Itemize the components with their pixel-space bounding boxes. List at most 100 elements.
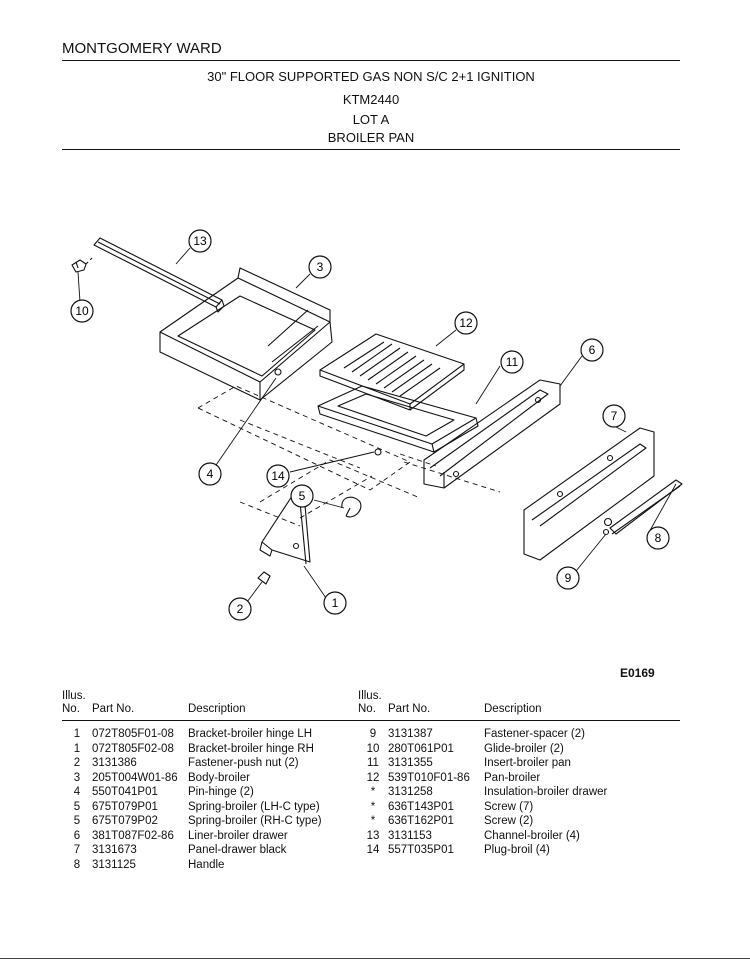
table-row: 4 550T041P01 Pin-hinge (2) * 3131258 Insulati… bbox=[62, 785, 680, 800]
cell-part-no-right: 3131258 bbox=[388, 786, 433, 799]
svg-text:7: 7 bbox=[611, 409, 618, 423]
cell-part-no: 675T079P02 bbox=[92, 815, 158, 828]
cell-part-no-right: 539T010F01-86 bbox=[388, 771, 470, 784]
header-part-no: Part No. bbox=[92, 703, 135, 716]
panel-drawer-part bbox=[523, 427, 655, 561]
cell-description-right bbox=[484, 858, 680, 873]
svg-text:2: 2 bbox=[237, 602, 244, 616]
callout-5: 5 bbox=[290, 484, 314, 508]
cell-description: Spring-broiler (RH-C type) bbox=[188, 815, 322, 828]
callout-7: 7 bbox=[602, 404, 626, 428]
header-description-right: Description bbox=[484, 703, 542, 716]
svg-text:9: 9 bbox=[565, 571, 572, 585]
cell-illus-no: 5 bbox=[73, 815, 81, 828]
callout-12: 12 bbox=[454, 311, 478, 335]
cell-part-no: 072T805F02-08 bbox=[92, 742, 174, 755]
section-title: BROILER PAN bbox=[327, 130, 415, 145]
callout-10: 10 bbox=[70, 299, 94, 323]
cell-part-no-right: 3131355 bbox=[388, 757, 433, 770]
cell-illus-no-right: * bbox=[370, 786, 376, 799]
cell-illus-no-right: 9 bbox=[369, 728, 377, 741]
callout-1: 1 bbox=[323, 591, 347, 615]
callout-6: 6 bbox=[580, 338, 604, 362]
svg-text:5: 5 bbox=[299, 489, 306, 503]
cell-illus-no: 1 bbox=[73, 728, 81, 741]
bottom-rule bbox=[0, 958, 750, 959]
cell-description-right: Screw (7) bbox=[484, 800, 534, 813]
cell-description: Pin-hinge (2) bbox=[188, 786, 254, 799]
cell-description: Fastener-push nut (2) bbox=[188, 757, 299, 770]
cell-part-no: 3131386 bbox=[92, 757, 137, 770]
cell-illus-no-right: * bbox=[370, 800, 376, 813]
cell-description: Panel-drawer black bbox=[188, 844, 287, 857]
fastener-spacer-part bbox=[602, 517, 613, 536]
cell-part-no-right: 3131387 bbox=[388, 728, 433, 741]
cell-description: Bracket-broiler hinge LH bbox=[188, 728, 313, 741]
svg-text:11: 11 bbox=[506, 355, 519, 369]
cell-part-no: 550T041P01 bbox=[92, 786, 158, 799]
model-number: KTM2440 bbox=[342, 92, 400, 107]
cell-description-right: Screw (2) bbox=[484, 815, 534, 828]
spring-broiler-part bbox=[341, 496, 362, 518]
svg-text:13: 13 bbox=[193, 234, 207, 248]
handle-part bbox=[609, 479, 683, 535]
cell-description: Spring-broiler (LH-C type) bbox=[188, 800, 320, 813]
cell-illus-no-right: 10 bbox=[366, 742, 380, 755]
cell-illus-no-right: 11 bbox=[367, 757, 379, 770]
cell-description-right: Fastener-spacer (2) bbox=[484, 728, 585, 741]
cell-description: Body-broiler bbox=[188, 771, 250, 784]
callout-labels: 13 3 10 12 11 6 7 4 14 5 8 9 2 1 bbox=[70, 229, 670, 621]
cell-description-right: Glide-broiler (2) bbox=[484, 742, 564, 755]
cell-illus-no: 3 bbox=[73, 771, 81, 784]
cell-illus-no-right: 13 bbox=[366, 829, 380, 842]
callout-13: 13 bbox=[188, 229, 212, 253]
cell-illus-no-right bbox=[358, 858, 388, 873]
cell-illus-no-right: * bbox=[370, 815, 376, 828]
brand-title: MONTGOMERY WARD bbox=[62, 40, 222, 57]
insert-broiler-pan-part bbox=[317, 385, 479, 453]
cell-description-right: Insulation-broiler drawer bbox=[484, 786, 608, 799]
top-rule bbox=[62, 60, 680, 61]
leader-lines bbox=[77, 247, 677, 607]
cell-part-no: 3131125 bbox=[92, 858, 136, 871]
cell-part-no-right: 557T035P01 bbox=[388, 844, 454, 857]
cell-illus-no: 8 bbox=[73, 858, 81, 871]
diagram-code: E0169 bbox=[620, 666, 655, 680]
callout-8: 8 bbox=[646, 526, 670, 550]
header-part-no-right: Part No. bbox=[388, 703, 431, 716]
cell-part-no-right: 280T061P01 bbox=[388, 742, 454, 755]
plug-broil-part bbox=[374, 448, 382, 456]
cell-part-no: 072T805F01-08 bbox=[92, 728, 174, 741]
svg-text:3: 3 bbox=[317, 260, 324, 274]
cell-part-no: 381T087F02-86 bbox=[92, 829, 174, 842]
cell-illus-no: 2 bbox=[73, 757, 81, 770]
cell-illus-no-right: 12 bbox=[366, 771, 380, 784]
header-rule bbox=[62, 149, 680, 150]
cell-illus-no: 4 bbox=[73, 786, 81, 799]
cell-part-no-right bbox=[388, 858, 484, 873]
cell-description-right: Plug-broil (4) bbox=[484, 844, 550, 857]
cell-part-no: 675T079P01 bbox=[92, 800, 158, 813]
header-description: Description bbox=[188, 703, 246, 716]
cell-part-no: 205T004W01-86 bbox=[92, 771, 178, 784]
cell-description-right: Insert-broiler pan bbox=[484, 757, 571, 770]
callout-9: 9 bbox=[556, 566, 580, 590]
cell-part-no-right: 3131153 bbox=[388, 829, 432, 842]
cell-description: Liner-broiler drawer bbox=[188, 829, 288, 842]
svg-text:14: 14 bbox=[271, 469, 285, 483]
cell-description-right: Pan-broiler bbox=[484, 771, 541, 784]
cell-illus-no: 1 bbox=[73, 742, 81, 755]
cell-illus-no: 7 bbox=[73, 844, 81, 857]
body-broiler-part bbox=[159, 267, 333, 401]
liner-broiler-drawer-part bbox=[423, 379, 561, 489]
svg-text:8: 8 bbox=[655, 531, 662, 545]
svg-text:12: 12 bbox=[459, 316, 473, 330]
model-description: 30" FLOOR SUPPORTED GAS NON S/C 2+1 IGNI… bbox=[207, 69, 535, 84]
callout-3: 3 bbox=[308, 255, 332, 279]
